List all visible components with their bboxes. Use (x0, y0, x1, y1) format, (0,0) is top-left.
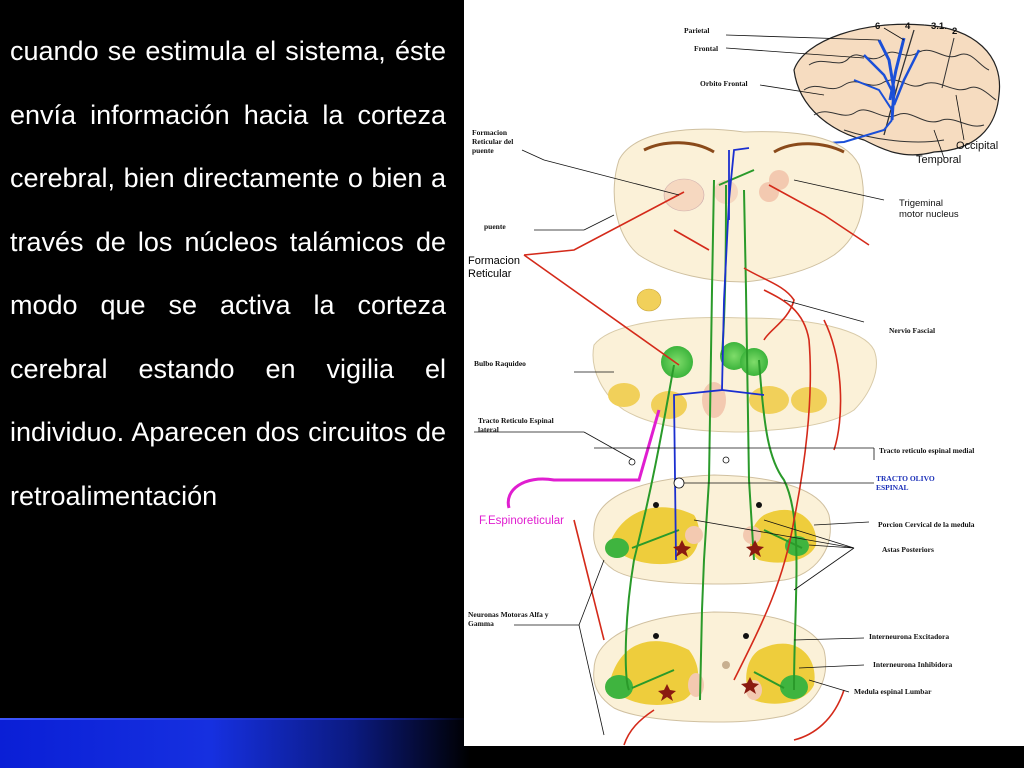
reticular-system-diagram: Parietal Frontal Orbito Frontal 6 4 3.1.… (464, 0, 1024, 746)
espinoreticular-tract (506, 409, 661, 509)
label-area-4: 4 (905, 21, 911, 32)
label-interneurona-inhibidora: Interneurona Inhibidora (873, 660, 953, 669)
medulla-section (592, 317, 877, 433)
label-parietal: Parietal (684, 26, 710, 35)
label-medula-lumbar: Medula espinal Lumbar (854, 687, 932, 696)
label-area-6: 6 (875, 21, 881, 32)
label-formacion-reticular: Formacion Reticular (468, 255, 520, 280)
slide-body-text: cuando se estimula el sistema, éste enví… (10, 36, 446, 511)
label-tracto-reticulo-espinal-lateral: Tracto Reticulo Espinal lateral (478, 416, 554, 434)
label-nervio-fascial: Nervio Fascial (889, 326, 936, 335)
label-temporal: Temporal (916, 154, 962, 166)
lumbar-cord-section (593, 611, 826, 723)
label-bulbo-raquideo: Bulbo Raquideo (474, 359, 526, 368)
label-trigeminal-motor-nucleus: Trigeminal motor nucleus (899, 198, 959, 220)
label-porcion-cervical: Porcion Cervical de la medula (878, 520, 975, 529)
label-interneurona-excitadora: Interneurona Excitadora (869, 632, 950, 641)
label-tracto-reticulo-espinal-medial: Tracto reticulo espinal medial (879, 446, 975, 455)
label-tracto-olivo-espinal: TRACTO OLIVO ESPINAL (876, 474, 935, 492)
label-area-3-1: 3.1. (931, 21, 947, 32)
pons-section (613, 128, 864, 283)
label-orbito-frontal: Orbito Frontal (700, 79, 748, 88)
diagram-artwork (474, 23, 1001, 746)
label-frontal: Frontal (694, 44, 719, 53)
label-formacion-reticular-puente: Formacion Reticular del puente (472, 128, 514, 155)
label-area-2: 2 (952, 26, 958, 37)
label-astas-posteriors: Astas Posteriors (882, 545, 934, 554)
label-puente: puente (484, 222, 506, 231)
label-f-espinoreticular: F.Espinoreticular (479, 515, 565, 527)
label-neuronas-motoras: Neuronas Motoras Alfa y Gamma (468, 610, 549, 628)
decorative-blue-bar (0, 718, 470, 768)
olive-nucleus (636, 288, 662, 312)
label-occipital: Occipital (956, 140, 999, 152)
